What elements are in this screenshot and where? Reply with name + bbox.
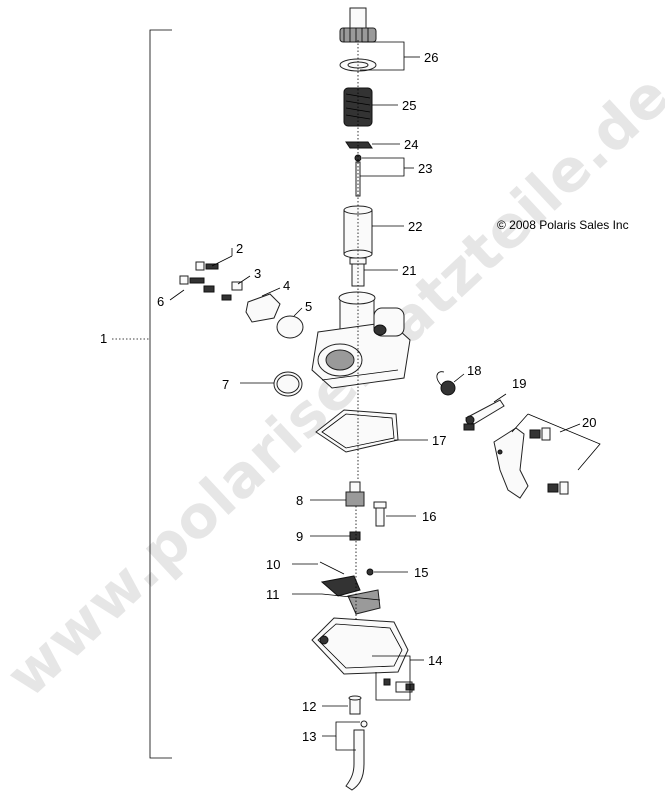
callout-labels: 1 2 3 4 5 6 7 8 9 10 11 12 13 14 15 16 1… <box>100 50 596 744</box>
part-10-float-pin <box>319 561 345 575</box>
part-17-gasket <box>315 409 399 453</box>
float-bowl <box>311 617 409 675</box>
callout-21: 21 <box>402 263 416 278</box>
callout-14: 14 <box>428 653 442 668</box>
part-11-float <box>320 575 381 615</box>
callout-18: 18 <box>467 363 481 378</box>
carburetor-body <box>311 291 411 389</box>
callout-9: 9 <box>296 529 303 544</box>
callout-2: 2 <box>236 241 243 256</box>
copyright-text: © 2008 Polaris Sales Inc <box>497 218 629 232</box>
callout-22: 22 <box>408 219 422 234</box>
callout-24: 24 <box>404 137 418 152</box>
part-18-spring <box>436 371 456 396</box>
part-8-jet-holder <box>345 481 365 507</box>
part-15-plug <box>366 568 374 576</box>
callout-15: 15 <box>414 565 428 580</box>
part-7-o-ring <box>273 371 303 397</box>
part-19-lever <box>463 399 505 431</box>
part-16-pilot-jet <box>373 501 387 527</box>
callout-13: 13 <box>302 729 316 744</box>
callout-17: 17 <box>432 433 446 448</box>
callout-11: 11 <box>266 587 280 602</box>
part-13-drain-hose <box>345 720 368 791</box>
part-23-jet-needle <box>354 154 362 197</box>
part-4-cover <box>245 293 281 323</box>
leader-lines <box>169 41 601 751</box>
callout-1: 1 <box>100 331 107 346</box>
part-20-bracket <box>493 427 569 499</box>
part-3-screw <box>221 281 243 301</box>
callout-26: 26 <box>424 50 438 65</box>
callout-10: 10 <box>266 557 280 572</box>
part-12-fitting <box>348 695 362 715</box>
part-24-clip <box>345 141 373 149</box>
callout-3: 3 <box>254 266 261 281</box>
callout-6: 6 <box>157 294 164 309</box>
callout-8: 8 <box>296 493 303 508</box>
callout-7: 7 <box>222 377 229 392</box>
callout-16: 16 <box>422 509 436 524</box>
callout-23: 23 <box>418 161 432 176</box>
part-5-o-ring <box>276 315 304 339</box>
part-9-main-jet <box>349 531 361 541</box>
assembly-bracket <box>112 29 172 759</box>
callout-25: 25 <box>402 98 416 113</box>
part-14-drain-screw <box>383 678 415 693</box>
callout-12: 12 <box>302 699 316 714</box>
callout-4: 4 <box>283 278 290 293</box>
callout-20: 20 <box>582 415 596 430</box>
callout-19: 19 <box>512 376 526 391</box>
part-2-6-screws <box>179 261 219 293</box>
callout-5: 5 <box>305 299 312 314</box>
